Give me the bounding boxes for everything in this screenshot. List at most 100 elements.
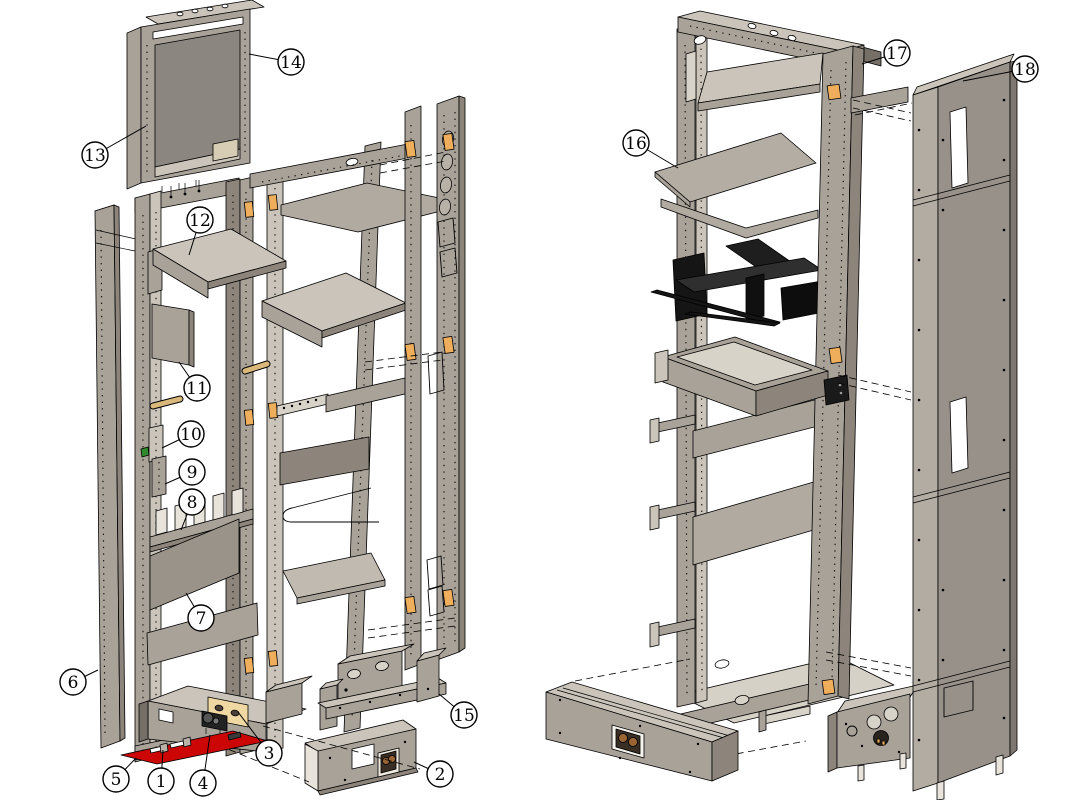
hinge-block xyxy=(442,132,455,151)
side-panel-part18 xyxy=(912,53,1018,800)
outlet-socket xyxy=(628,737,638,747)
callout-number-6: 6 xyxy=(68,673,79,693)
callout-circle-12 xyxy=(186,206,214,234)
outlet-socket xyxy=(618,733,628,743)
callout-circle-10 xyxy=(177,420,205,448)
tan-pegs xyxy=(149,360,271,410)
callout-number-15: 15 xyxy=(453,706,475,726)
dark-strip xyxy=(279,436,370,486)
callout-circle-11 xyxy=(183,374,211,402)
door-side-panel-part13 xyxy=(126,26,142,190)
callout-circle-15 xyxy=(450,701,478,729)
shelf-brackets xyxy=(649,414,696,648)
bottom-cover-part2 xyxy=(304,719,419,796)
callout-number-4: 4 xyxy=(198,774,209,794)
leveling-foot xyxy=(899,752,907,770)
callout-number-11: 11 xyxy=(186,379,208,399)
vent-slot xyxy=(949,396,969,474)
callout-number-3: 3 xyxy=(264,744,275,764)
black-mount-bracket xyxy=(650,238,828,327)
callout-circle-8 xyxy=(178,488,206,516)
small-panel-part11 xyxy=(151,303,195,368)
hinge-block xyxy=(826,83,842,101)
callout-number-7: 7 xyxy=(196,609,207,629)
callout-circle-13 xyxy=(81,141,109,169)
hinge-block xyxy=(442,335,455,354)
lower-rounded-panel xyxy=(146,602,259,666)
callout-number-13: 13 xyxy=(84,146,106,166)
callout-circle-17 xyxy=(883,39,911,67)
leveling-foot xyxy=(936,780,945,800)
hinge-block xyxy=(828,346,843,365)
leveling-foot xyxy=(995,754,1004,776)
vent-slot xyxy=(949,106,969,189)
lower-panels xyxy=(692,396,827,566)
callout-circle-3 xyxy=(255,739,283,767)
mounting-rail-part9 xyxy=(151,455,167,498)
callout-circle-16 xyxy=(622,129,650,157)
stud-part1 xyxy=(159,742,169,754)
hinge-block xyxy=(267,402,279,419)
front-panel-part7 xyxy=(146,518,259,666)
mounting-rail-part10 xyxy=(140,424,164,463)
tray-bin xyxy=(654,336,850,417)
callout-circle-2 xyxy=(426,760,454,788)
callout-circle-14 xyxy=(277,48,305,76)
motor-part4 xyxy=(201,710,228,736)
leveling-foot xyxy=(857,764,865,782)
access-cutout xyxy=(943,680,974,718)
side-panel-part6 xyxy=(94,204,141,749)
hinge-block xyxy=(267,650,279,667)
hinge-block xyxy=(267,194,279,211)
wire-shelf xyxy=(282,487,379,523)
hinge-block xyxy=(404,139,417,158)
callout-circle-1 xyxy=(147,767,175,795)
left-cabinet-assembly xyxy=(94,0,466,796)
callout-number-12: 12 xyxy=(189,211,211,231)
perforated-arm xyxy=(276,393,329,417)
base-junction-box xyxy=(758,684,919,782)
through-shelf xyxy=(850,86,913,116)
door-assembly-part13-14 xyxy=(126,0,265,199)
door-top-bar xyxy=(145,0,265,25)
mid-bay-shelves xyxy=(261,272,419,605)
rack-column-part17 xyxy=(807,45,865,705)
hinge-block xyxy=(442,588,455,607)
top-cross-bar xyxy=(249,143,409,189)
callout-circle-5 xyxy=(102,765,130,793)
callout-number-17: 17 xyxy=(886,44,908,64)
green-clip xyxy=(140,446,150,458)
sill-rail-part15 xyxy=(317,647,447,731)
hinge-block xyxy=(404,342,417,361)
base-plate-part5 xyxy=(120,730,269,765)
hinge-block xyxy=(821,678,836,696)
right-cabinet-assembly xyxy=(545,10,1018,800)
callout-number-2: 2 xyxy=(435,765,446,785)
callout-number-8: 8 xyxy=(187,493,198,513)
callout-circle-4 xyxy=(189,769,217,797)
power-connector xyxy=(873,730,889,746)
handle-rod xyxy=(280,182,450,233)
hinge-block xyxy=(243,657,255,674)
hinge-block xyxy=(404,595,417,614)
upper-shelf xyxy=(685,50,824,112)
callout-number-18: 18 xyxy=(1014,60,1036,80)
callout-number-1: 1 xyxy=(156,772,167,792)
hood-shelf-part12 xyxy=(147,228,287,299)
slide-rod xyxy=(660,198,819,239)
right-mounting-rails xyxy=(404,95,466,671)
callout-circle-9 xyxy=(178,458,206,486)
sill-front xyxy=(325,682,447,720)
power-strip-box xyxy=(545,681,739,782)
callout-circle-7 xyxy=(187,604,215,632)
callout-number-9: 9 xyxy=(187,463,198,483)
callout-number-5: 5 xyxy=(111,770,122,790)
outlet-socket xyxy=(388,755,396,763)
hinge-block xyxy=(243,409,255,426)
shelf-part16 xyxy=(654,132,817,208)
callout-number-16: 16 xyxy=(625,134,647,154)
side-panel-face xyxy=(937,61,1011,784)
